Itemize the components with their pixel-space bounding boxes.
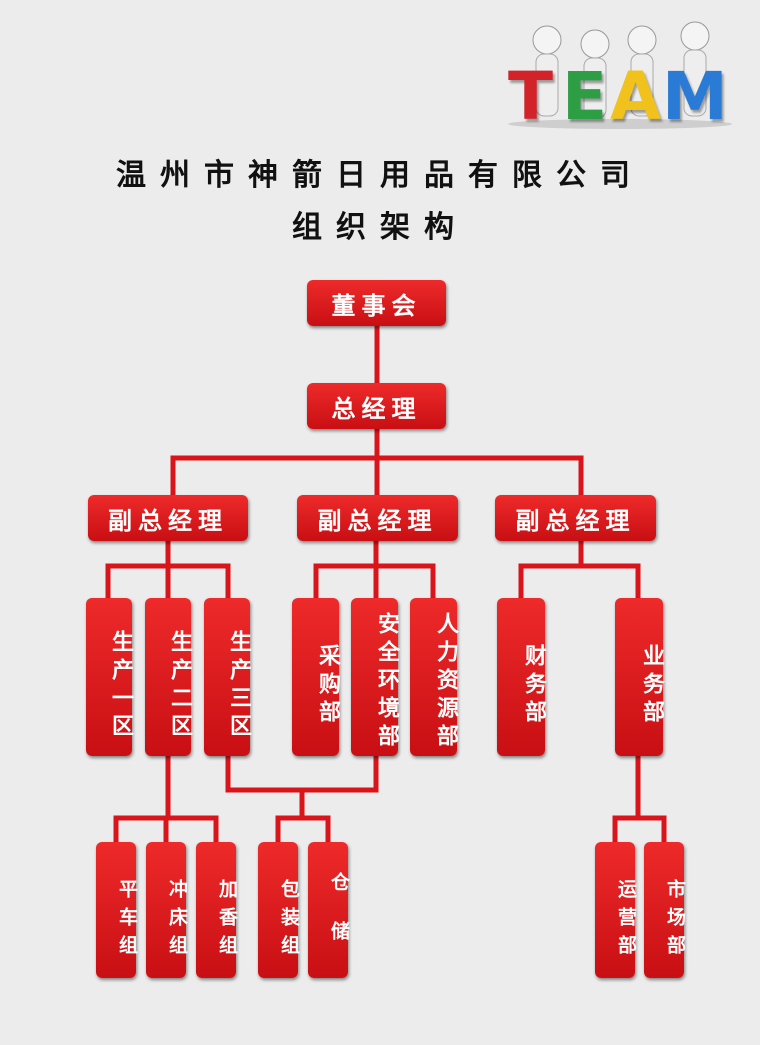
dept-box-production-1: 生产一区 [86, 598, 134, 756]
team-letter-e: E [562, 58, 608, 135]
group-box-packing: 包装组 [258, 842, 300, 978]
company-title: 温州市神箭日用品有限公司 [116, 158, 644, 193]
chart-subtitle: 组织架构 [292, 210, 468, 245]
team-logo: T E A M [500, 20, 740, 135]
deputy-gm-box-3: 副总经理 [495, 495, 656, 541]
team-letter-m: M [662, 58, 728, 135]
group-box-storage: 仓储 [308, 842, 350, 978]
deputy-gm-box-2: 副总经理 [297, 495, 458, 541]
dept-box-human-resources: 人力资源部 [410, 598, 459, 756]
dept-box-production-3: 生产三区 [204, 598, 252, 756]
team-figures-icon [508, 21, 732, 129]
deputy-gm-box-1: 副总经理 [88, 495, 248, 541]
dept-box-production-2: 生产二区 [145, 598, 193, 756]
general-manager-box: 总经理 [307, 383, 446, 429]
group-box-marketing: 市场部 [644, 842, 686, 978]
dept-box-purchasing: 采购部 [292, 598, 341, 756]
group-box-fragrance: 加香组 [196, 842, 238, 978]
group-box-sewing: 平车组 [96, 842, 138, 978]
dept-box-finance: 财务部 [497, 598, 547, 756]
dept-box-safety-environment: 安全环境部 [351, 598, 400, 756]
group-box-operations: 运营部 [595, 842, 637, 978]
group-box-punch-press: 冲床组 [146, 842, 188, 978]
dept-box-business: 业务部 [615, 598, 665, 756]
team-letter-t: T [508, 58, 554, 135]
team-letter-a: A [610, 58, 662, 135]
board-of-directors-box: 董事会 [307, 280, 446, 326]
